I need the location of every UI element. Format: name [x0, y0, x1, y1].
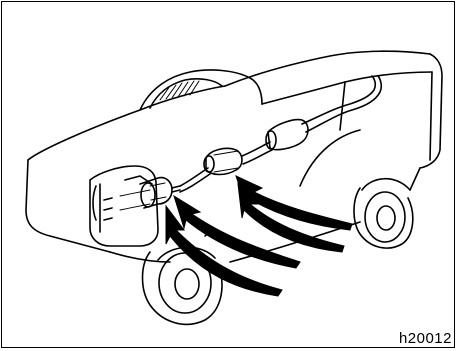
rear-wheel: [354, 179, 413, 248]
callout-arrows: [166, 176, 352, 296]
truck-body: [26, 51, 442, 262]
front-catalytic-converter: [140, 178, 180, 208]
figure-code: h20012: [399, 330, 452, 347]
tail-pipe: [302, 76, 381, 132]
main-catalytic-converter: [204, 148, 242, 174]
engine-block: [90, 166, 158, 246]
front-pipe: [180, 168, 210, 192]
